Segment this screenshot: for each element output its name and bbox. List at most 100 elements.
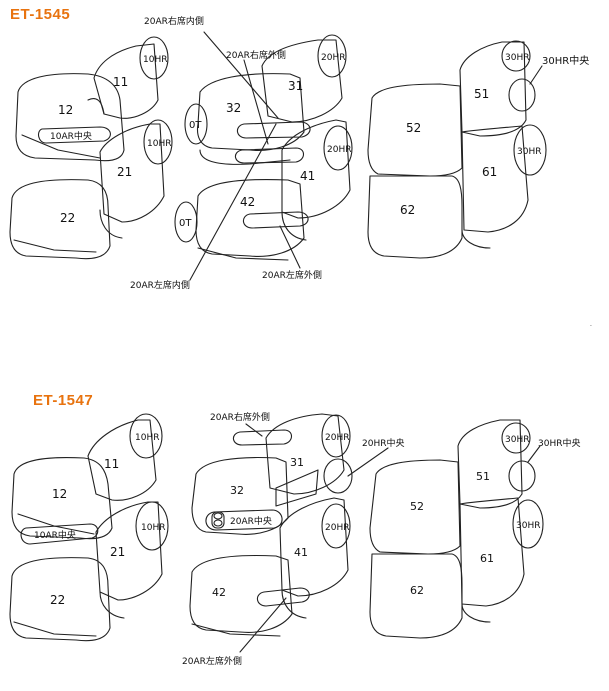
model-title-et1545: ET-1545	[10, 6, 71, 23]
headrest-30hr-upper	[501, 40, 531, 72]
label-52: 52	[406, 121, 421, 135]
headrest-20hr-upper	[321, 414, 351, 458]
headrest-30hr-lower	[513, 124, 547, 176]
label-20hr-lower: 20HR	[325, 523, 349, 533]
callout-30hr-center: 30HR中央	[542, 54, 589, 67]
seat-part-31-outline	[265, 413, 345, 495]
label-51: 51	[474, 87, 489, 101]
seat-part-62-outline	[369, 553, 463, 639]
seat-part-21-outline	[95, 501, 163, 601]
seat-part-31-outline	[261, 39, 343, 123]
seat-part-32-outline	[196, 73, 305, 151]
headrest-30hr-upper	[501, 422, 531, 454]
headrest-10hr-upper	[139, 36, 169, 80]
headrest-20hr-lower	[321, 503, 351, 549]
callout-20ar-right-inner: 20AR右席内側	[144, 15, 204, 27]
callout-20ar-left-outer: 20AR左席外側	[182, 655, 242, 667]
seat-part-52-outline	[369, 459, 461, 555]
label-10ar-center: 10AR中央	[34, 529, 76, 541]
label-10hr-lower: 10HR	[147, 139, 171, 149]
headrest-20hr-center	[323, 458, 353, 494]
label-62: 62	[410, 584, 424, 597]
headrest-0t-upper	[184, 103, 208, 145]
callout-lines-et1547	[239, 423, 541, 653]
headrest-10hr-lower	[135, 501, 169, 551]
label-0t-upper: 0T	[189, 120, 202, 131]
seat-part-32-outline	[191, 457, 289, 535]
section-et1545: 12 11 21 22 10HR 10HR 10AR中央 32 31 41 42…	[9, 15, 589, 291]
seat-part-61-outline	[459, 497, 525, 607]
model-title-et1547: ET-1547	[33, 392, 94, 409]
label-42: 42	[212, 586, 226, 599]
row1-seats	[9, 36, 173, 260]
seat-part-11-outline	[87, 419, 157, 501]
row3-seats-1547	[369, 419, 544, 639]
seat-part-11-outline	[93, 43, 159, 119]
armrest-20ar-center	[205, 509, 283, 531]
label-21: 21	[110, 545, 125, 559]
seat-part-52-outline	[367, 83, 463, 177]
seat-part-62-outline	[367, 175, 463, 259]
row3-seats	[367, 40, 547, 259]
label-31: 31	[288, 79, 303, 93]
headrest-10hr-upper	[129, 413, 163, 459]
label-61: 61	[480, 552, 494, 565]
callout-20hr-center: 20HR中央	[362, 437, 404, 449]
callout-20ar-left-inner: 20AR左席内側	[130, 279, 190, 291]
headrest-30hr-center	[508, 78, 536, 112]
seat-part-22-outline	[9, 557, 111, 642]
label-20hr-lower: 20HR	[327, 145, 351, 155]
headrest-0t-lower	[174, 201, 198, 243]
callout-20ar-right-outer: 20AR右席外側	[226, 49, 286, 61]
label-41: 41	[294, 546, 308, 559]
label-31: 31	[290, 456, 304, 469]
headrest-30hr-center	[508, 460, 536, 492]
label-12: 12	[52, 487, 67, 501]
label-32: 32	[226, 101, 241, 115]
labels-et1545: 12 11 21 22 10HR 10HR 10AR中央 32 31 41 42…	[50, 15, 589, 291]
seat-part-41-outline	[279, 497, 349, 597]
label-52: 52	[410, 500, 424, 513]
label-51: 51	[476, 470, 490, 483]
callout-20ar-left-outer: 20AR左席外側	[262, 269, 322, 281]
seat-part-51-outline	[457, 419, 523, 509]
label-10ar-center: 10AR中央	[50, 130, 92, 142]
label-11: 11	[113, 75, 128, 89]
row2-seats	[174, 34, 353, 261]
row2-seats-1547	[189, 413, 353, 637]
armrest-20ar-left-outer	[256, 587, 310, 607]
label-41: 41	[300, 169, 315, 183]
label-30hr-upper: 30HR	[505, 435, 529, 445]
seat-part-42-outline	[195, 179, 305, 257]
headrest-20hr-lower	[323, 125, 353, 171]
label-11: 11	[104, 457, 119, 471]
seat-part-42-outline	[189, 555, 293, 633]
armrest-10ar-center	[20, 523, 99, 545]
stray-mark: ·	[590, 323, 592, 330]
seat-part-12-outline	[11, 457, 113, 540]
label-42: 42	[240, 195, 255, 209]
label-10hr-upper: 10HR	[135, 433, 159, 443]
label-0t-lower: 0T	[179, 218, 192, 229]
label-20ar-center: 20AR中央	[230, 515, 272, 527]
armrest-20ar-right-outer	[232, 429, 293, 446]
label-20hr-upper: 20HR	[325, 433, 349, 443]
label-21: 21	[117, 165, 132, 179]
label-10hr-lower: 10HR	[141, 523, 165, 533]
label-20hr-upper: 20HR	[321, 53, 345, 63]
armrest-10ar-center	[37, 126, 111, 144]
label-62: 62	[400, 203, 415, 217]
seat-part-22-outline	[9, 179, 111, 260]
seat-part-41-outline	[281, 119, 351, 219]
labels-et1547: 12 11 21 22 10HR 10HR 10AR中央 32 31 41 42…	[34, 411, 580, 667]
seat-part-21-outline	[99, 123, 165, 223]
armrest-20ar-right-inner	[236, 121, 311, 139]
seat-part-61-outline	[461, 125, 529, 233]
seat-part-12-outline	[15, 73, 125, 162]
row1-seats-1547	[9, 413, 169, 642]
callout-30hr-center: 30HR中央	[538, 437, 580, 449]
callout-20ar-right-outer: 20AR右席外側	[210, 411, 270, 423]
armrest-20ar-right-outer	[234, 147, 305, 164]
label-30hr-lower: 30HR	[517, 147, 541, 157]
